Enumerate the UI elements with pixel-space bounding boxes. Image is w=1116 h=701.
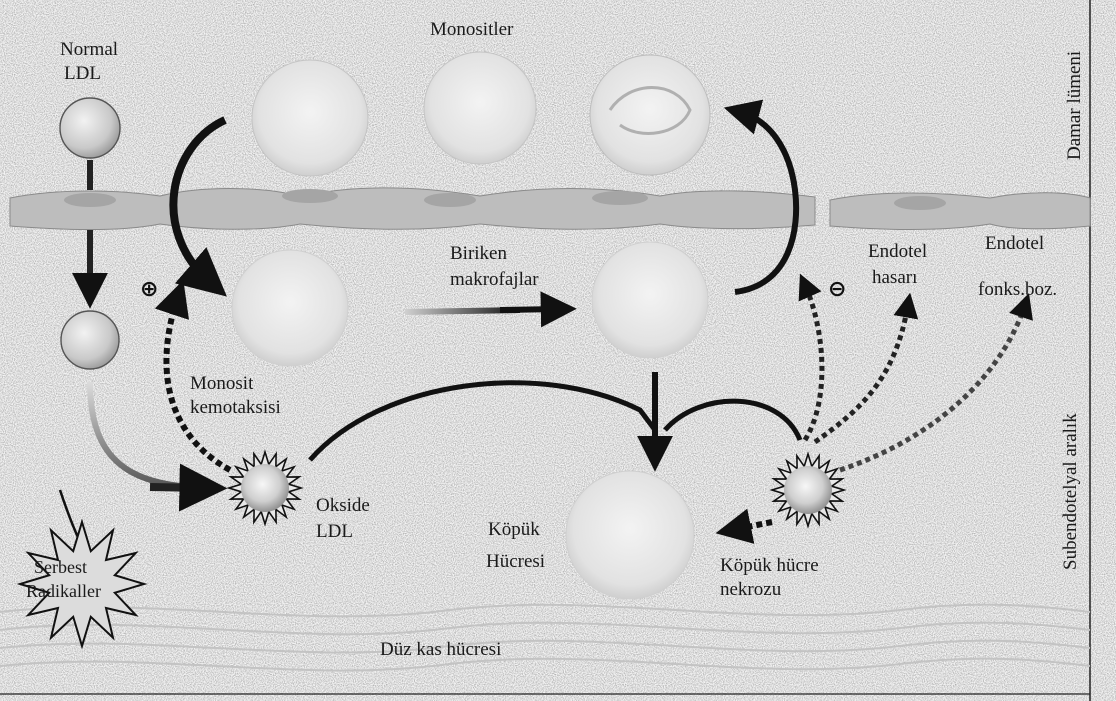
lumen-monocytes	[252, 52, 710, 176]
endothelial-damage-label-line2: hasarı	[872, 266, 917, 289]
plus-sign-icon: ⊕	[140, 277, 158, 302]
normal-ldl-label-line1: Normal	[60, 38, 118, 61]
normal-ldl-label-line2: LDL	[64, 62, 101, 85]
chemotaxis-label-line2: kemotaksisi	[190, 396, 281, 419]
macrophage-accumulation-arrow	[500, 309, 560, 310]
ldl-oxidation-arrow	[150, 487, 205, 488]
oxidized-ldl-label-line1: Okside	[316, 494, 370, 517]
minus-sign-icon: ⊖	[828, 277, 846, 302]
oxidized-ldl-label-line2: LDL	[316, 520, 353, 543]
vessel-lumen-label: Damar lümeni	[1064, 51, 1086, 160]
subendothelial-ldl-particle	[61, 311, 119, 369]
free-radicals-label-line2: Radikaller	[26, 580, 101, 603]
smooth-muscle-label: Düz kas hücresi	[380, 638, 501, 661]
accumulating-label-line2: makrofajlar	[450, 268, 539, 291]
foam-cell-label-line2: Hücresi	[486, 550, 545, 573]
monocytes-label: Monositler	[430, 18, 513, 41]
entering-monocyte	[232, 250, 348, 366]
foam-cell-label-line1: Köpük	[488, 518, 540, 541]
endothelial-dysfunction-label-line2: fonks.boz.	[978, 278, 1057, 301]
normal-ldl-particle	[60, 98, 120, 158]
foam-necrosis-label-line2: nekrozu	[720, 578, 781, 601]
foam-necrosis-label-line1: Köpük hücre	[720, 554, 819, 577]
chemotaxis-label-line1: Monosit	[190, 372, 253, 395]
endothelial-dysfunction-label-line1: Endotel	[985, 232, 1044, 255]
accumulating-macrophage	[592, 242, 708, 358]
foam-cell	[566, 471, 694, 599]
accumulating-label-line1: Biriken	[450, 242, 507, 265]
subendothelial-space-label: Subendotelyal aralık	[1060, 413, 1082, 570]
free-radicals-label-line1: Serbest	[34, 556, 87, 579]
endothelial-damage-label-line1: Endotel	[868, 240, 927, 263]
